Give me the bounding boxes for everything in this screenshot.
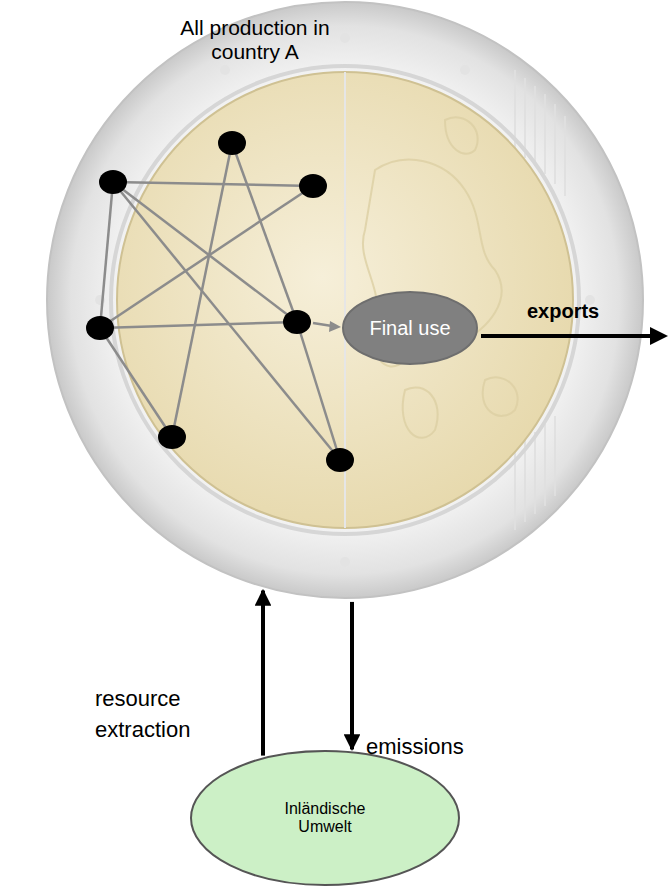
arrow-head (329, 321, 341, 332)
network-dots (86, 131, 354, 472)
node-label: Inländische Umwelt (270, 800, 380, 837)
ellipse-node: Final use (342, 291, 478, 365)
flow-label: resource extraction (95, 684, 245, 746)
network-links (100, 143, 340, 460)
ellipse-shape (343, 292, 477, 364)
export-arrow (481, 334, 652, 338)
node-label: Final use (369, 317, 450, 340)
flow-label: exports (527, 300, 599, 323)
flow-arrow (261, 591, 265, 756)
ellipse-node: Inländische Umwelt (190, 750, 460, 886)
flow-arrow (350, 602, 354, 749)
arrow-head (650, 327, 668, 345)
region-heading: All production in country A (163, 16, 347, 64)
ellipse-shape (191, 751, 459, 885)
flow-arrow (313, 323, 332, 326)
flow-label: emissions (366, 732, 464, 763)
